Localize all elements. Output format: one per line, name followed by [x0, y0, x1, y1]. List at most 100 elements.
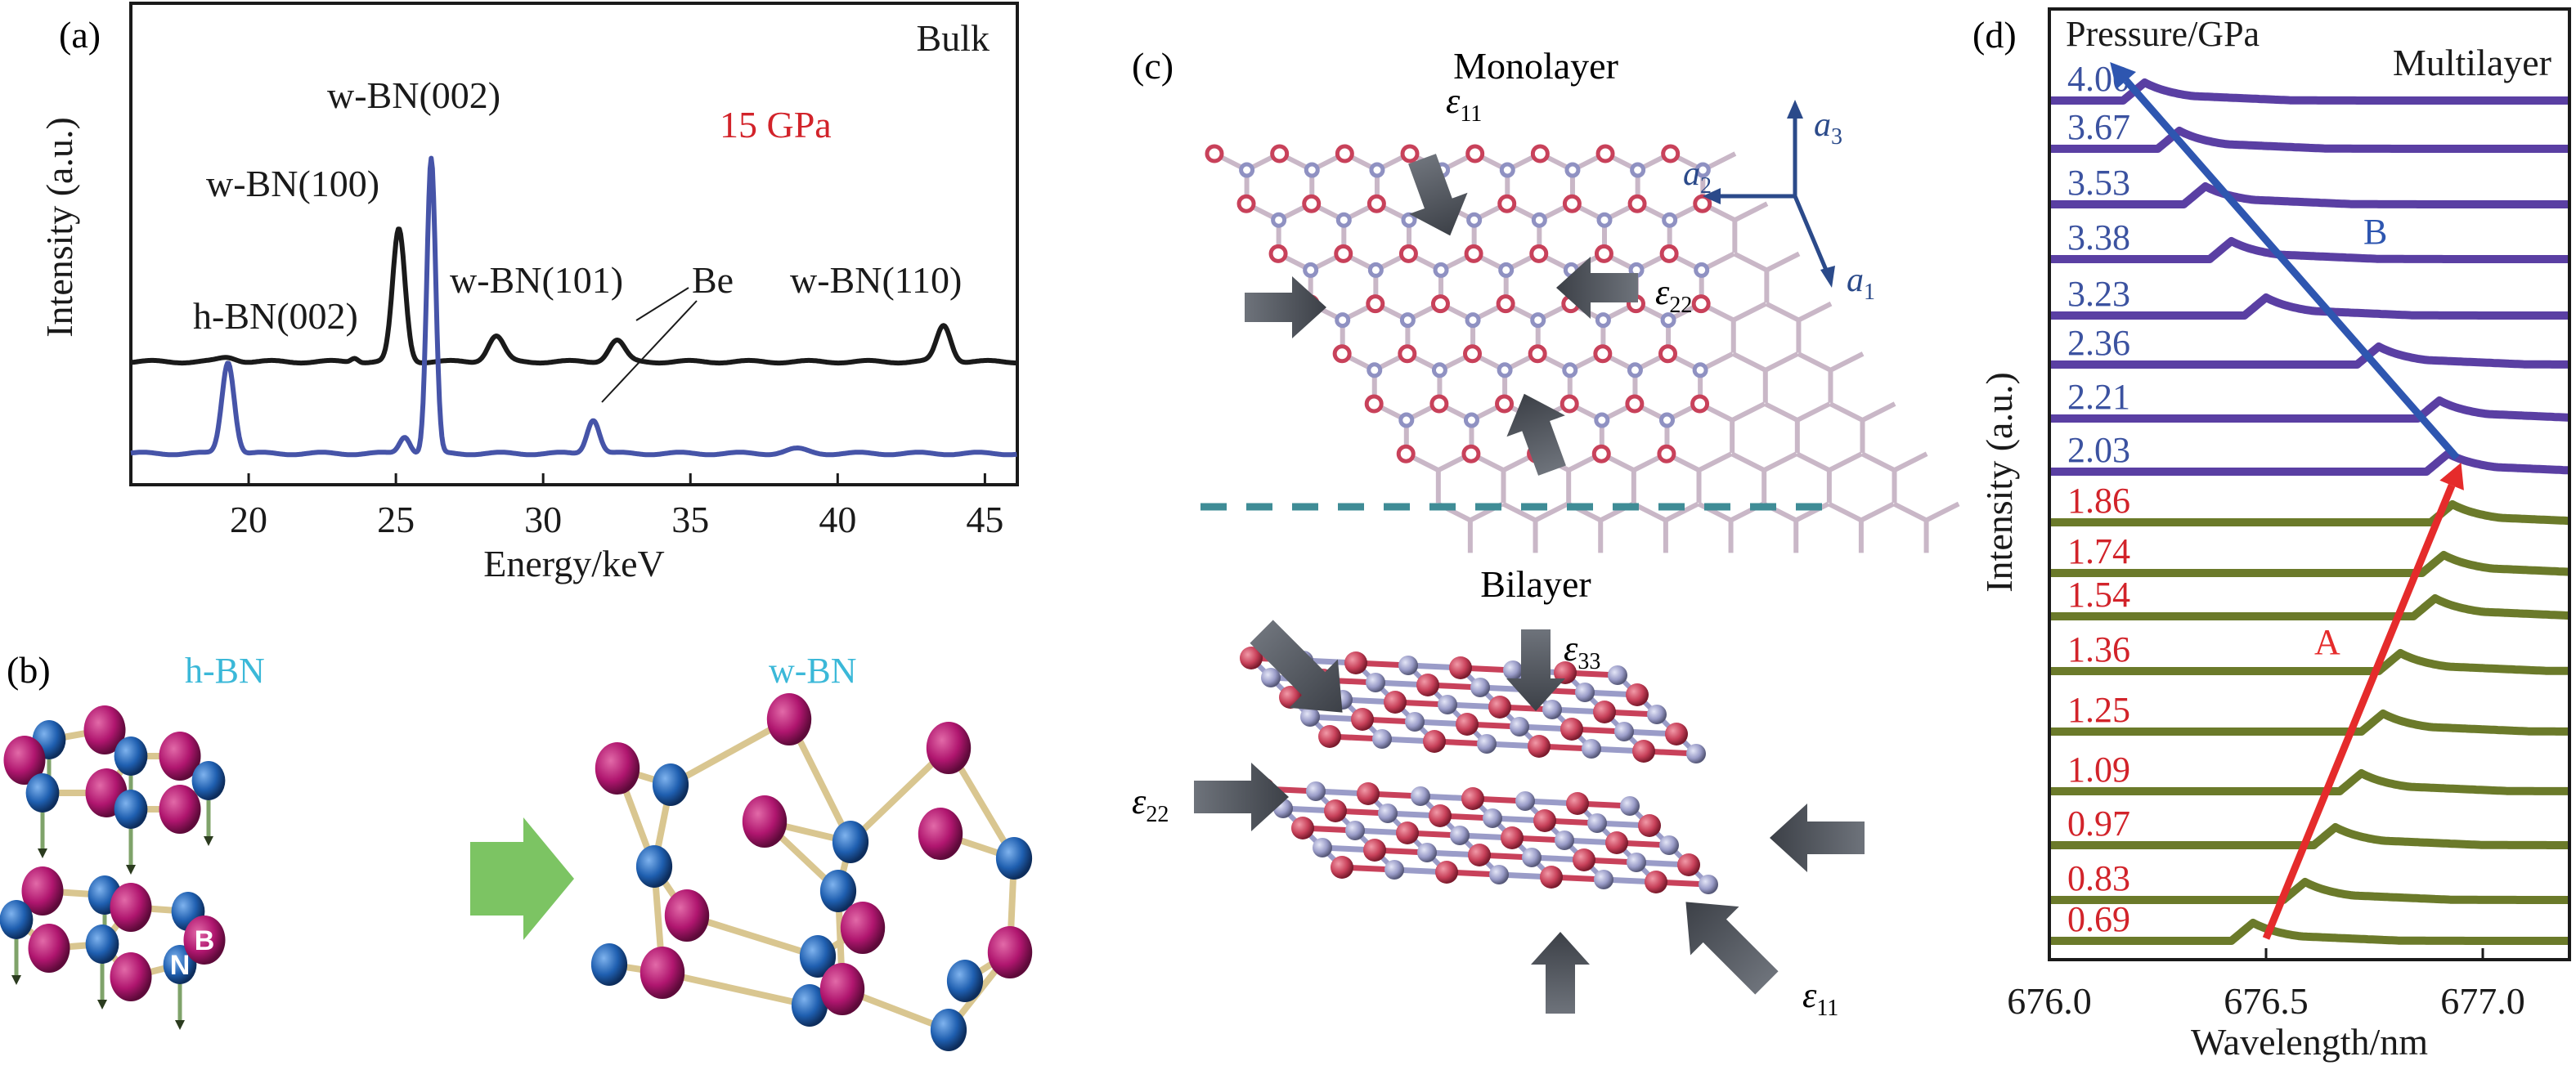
nitrogen-atom: [1660, 312, 1676, 329]
hbn-structure: NB: [0, 705, 226, 1030]
boron-atom: [1367, 194, 1386, 213]
boron-atom: [1665, 723, 1688, 745]
panel-label-a: (a): [59, 14, 101, 56]
strain-label-e22-mono: ε22: [1655, 272, 1692, 318]
x-tick-label-a: 35: [671, 499, 709, 540]
boron-atom: [1396, 444, 1416, 463]
nitrogen-atom: [1647, 705, 1667, 724]
spectrum-2.36: [2047, 342, 2572, 369]
nitrogen-atom: [1417, 843, 1437, 862]
trend-arrow-A: [2262, 484, 2456, 940]
boron-atom: [1449, 656, 1472, 679]
pressure-label-3.53: 3.53: [2067, 163, 2130, 203]
bilayer-title: Bilayer: [1480, 563, 1591, 605]
boron-atom: [1496, 294, 1515, 314]
pressure-label-1.36: 1.36: [2067, 629, 2130, 669]
pressure-label-0.69: 0.69: [2067, 899, 2130, 939]
nitrogen-atom: [1564, 162, 1581, 178]
bond: [1893, 451, 1928, 472]
spectrum-0.69: [2047, 919, 2572, 945]
nitrogen-atom: [1366, 673, 1385, 692]
panel-label-d: (d): [1972, 14, 2017, 56]
nitrogen-atom: [799, 935, 837, 978]
x-tick-label-d: 676.5: [2224, 980, 2309, 1022]
nitrogen-atom: [1399, 312, 1416, 329]
bond: [1664, 501, 1699, 523]
pressure-label-1.09: 1.09: [2067, 750, 2130, 790]
nitrogen-atom: [1367, 362, 1383, 378]
bond: [1766, 251, 1801, 273]
nitrogen-atom: [1555, 830, 1574, 850]
boron-atom: [1661, 144, 1681, 163]
nitrogen-atom: [635, 845, 673, 888]
spectrum-1.25: [2047, 710, 2572, 736]
boron-atom: [1416, 674, 1439, 696]
nitrogen-atom: [1384, 860, 1404, 880]
boron-atom: [1594, 244, 1613, 263]
boron-atom: [1605, 831, 1628, 854]
boron-atom: [1384, 691, 1407, 714]
nitrogen-atom: [1522, 848, 1542, 867]
boron-atom: [1351, 708, 1374, 731]
nitrogen-atom: [1515, 791, 1535, 811]
x-tick-label-a: 20: [230, 499, 267, 540]
boron-atom: [1465, 144, 1485, 163]
nitrogen-atom: [1627, 853, 1646, 872]
peak-label-be: Be: [692, 259, 734, 301]
transition-arrow-icon: [470, 817, 574, 940]
y-axis-label-d: Intensity (a.u.): [1978, 372, 2020, 593]
nitrogen-atom: [1431, 362, 1447, 378]
boron-atom: [1398, 244, 1418, 263]
boron-atom: [1429, 394, 1449, 414]
nitrogen-atom: [930, 1009, 967, 1051]
boron-atom: [1456, 713, 1479, 736]
nitrogen-atom: [25, 773, 60, 813]
boron-atom: [1268, 244, 1288, 263]
nitrogen-atom: [995, 837, 1033, 880]
boron-atom: [1435, 861, 1458, 884]
nitrogen-atom: [1562, 362, 1578, 378]
pressure-label-3.67: 3.67: [2067, 107, 2130, 147]
trend-arrow-B: [2123, 78, 2460, 460]
bond: [1827, 501, 1863, 523]
boron-atom: [766, 693, 812, 745]
bond: [685, 912, 819, 960]
nitrogen-atom: [0, 900, 34, 939]
boron-atom: [1626, 683, 1649, 706]
nitrogen-atom: [1313, 838, 1332, 857]
boron-atom: [1593, 701, 1616, 723]
peak-label-wbn101: w-BN(101): [450, 259, 623, 301]
nitrogen-atom: [1372, 729, 1392, 749]
series-line-15gpa: [129, 155, 1018, 458]
bond: [1892, 501, 1928, 523]
peak-label-hbn002: h-BN(002): [193, 295, 358, 337]
corner-label-bulk: Bulk: [917, 17, 990, 59]
panel-label-b: (b): [7, 649, 51, 691]
nitrogen-atom: [1497, 362, 1513, 378]
boron-atom: [640, 947, 685, 999]
nitrogen-atom: [1582, 739, 1601, 759]
bond: [1730, 401, 1766, 423]
bond: [1501, 501, 1537, 523]
boron-atom: [1461, 444, 1481, 463]
pressure-label-3.23: 3.23: [2067, 274, 2130, 314]
spectrum-1.54: [2047, 594, 2572, 620]
boron-atom: [159, 785, 201, 834]
nitrogen-atom: [1620, 796, 1640, 816]
nitrogen-atom: [1699, 875, 1718, 894]
spectrum-3.67: [2047, 127, 2572, 153]
nitrogen-atom: [1614, 722, 1634, 741]
spectrum-2.03: [2047, 450, 2572, 476]
nitrogen-atom: [1483, 808, 1502, 828]
nitrogen-atom: [1401, 212, 1417, 228]
nitrogen-atom: [1271, 212, 1287, 228]
nitrogen-atom: [1335, 312, 1351, 329]
strain-arrow-e22-left-bilayer-icon: [1194, 763, 1289, 831]
pressure-label-3.38: 3.38: [2067, 217, 2130, 257]
bond: [1796, 401, 1831, 423]
strain-label-e22-bi: ε22: [1132, 781, 1169, 827]
nitrogen-atom: [652, 763, 689, 806]
